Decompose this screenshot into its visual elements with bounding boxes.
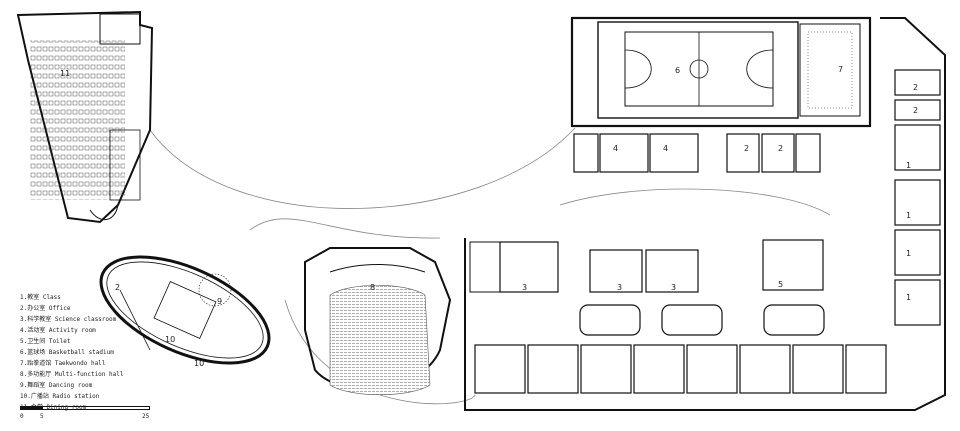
room-number-7: 7 <box>838 65 843 74</box>
room-number-2: 2 <box>913 83 918 92</box>
dining-building <box>16 10 154 224</box>
room-number-2: 2 <box>913 106 918 115</box>
legend-item: 3.科学教室 Science classroom <box>20 316 117 323</box>
room-number-10: 10 <box>194 359 204 368</box>
legend-item: 6.篮球场 Basketball stadium <box>20 349 114 356</box>
room-number-4: 4 <box>663 144 668 153</box>
room-number-10: 10 <box>165 335 175 344</box>
connector-lines <box>149 127 831 405</box>
room-number-2: 2 <box>778 144 783 153</box>
legend-item: 4.活动室 Activity room <box>20 327 96 334</box>
room-number-1: 1 <box>906 249 911 258</box>
legend-item: 8.多功能厅 Multi-function hall <box>20 371 124 378</box>
scale-tick-0: 0 <box>20 413 24 420</box>
room-legend: 1.教室 Class 2.办公室 Office 3.科学教室 Science c… <box>20 292 123 413</box>
legend-item: 11.食堂 Dining room <box>20 404 87 411</box>
scale-bar: 0 5 25 <box>20 406 150 426</box>
room-number-4: 4 <box>613 144 618 153</box>
room-number-2: 2 <box>115 283 120 292</box>
room-number-3: 3 <box>522 283 527 292</box>
scale-bar-filled <box>20 406 42 410</box>
room-number-6: 6 <box>675 66 680 75</box>
room-number-3: 3 <box>671 283 676 292</box>
legend-item: 5.卫生间 Toilet <box>20 338 71 345</box>
room-number-3: 3 <box>617 283 622 292</box>
sports-block <box>570 16 872 128</box>
room-number-9: 9 <box>217 297 222 306</box>
scale-tick-25: 25 <box>142 413 150 420</box>
room-number-11: 11 <box>60 69 70 78</box>
scale-bar-empty <box>42 406 150 410</box>
room-number-8: 8 <box>370 283 375 292</box>
legend-item: 10.广播站 Radio station <box>20 393 100 400</box>
room-number-1: 1 <box>906 293 911 302</box>
room-number-1: 1 <box>906 211 911 220</box>
activity-row <box>573 133 821 173</box>
legend-item: 9.舞蹈室 Dancing room <box>20 382 93 389</box>
room-labels: 11 2 9 10 10 8 6 7 4 4 2 2 2 2 3 3 3 5 1… <box>60 65 918 368</box>
hall-building <box>304 247 452 395</box>
room-number-2: 2 <box>744 144 749 153</box>
legend-item: 1.教室 Class <box>20 294 61 301</box>
room-number-1: 1 <box>906 161 911 170</box>
scale-tick-5: 5 <box>40 413 44 420</box>
legend-item: 2.办公室 Office <box>20 305 71 312</box>
legend-item: 7.跆拳道馆 Taekwondo hall <box>20 360 106 367</box>
room-number-5: 5 <box>778 280 783 289</box>
main-block <box>464 17 946 411</box>
oval-building <box>99 255 271 365</box>
